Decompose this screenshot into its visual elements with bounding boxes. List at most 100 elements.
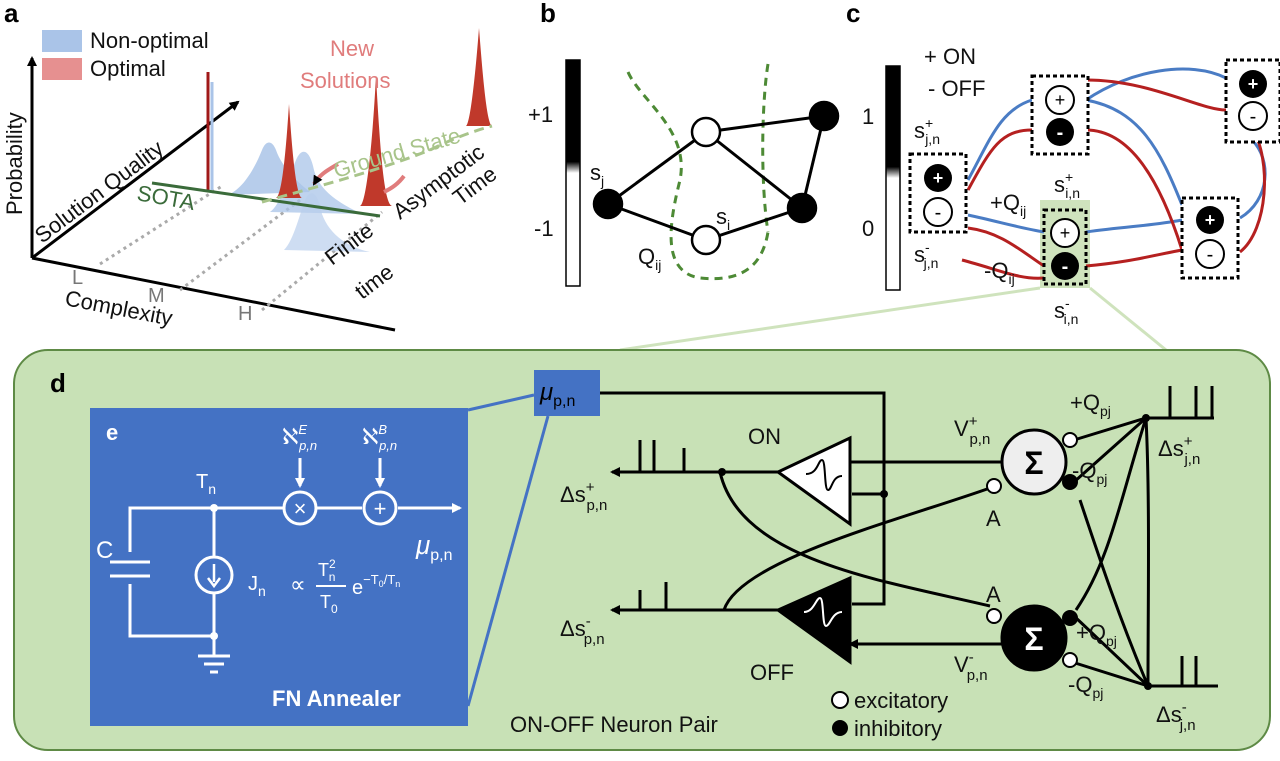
node-right	[786, 192, 818, 224]
current-arrow-icon	[207, 564, 221, 589]
fn-annealer-box	[90, 408, 468, 726]
junction-sj-plus	[1142, 414, 1150, 422]
output-mu-label: μp,n	[415, 530, 453, 564]
pair-top-minus-sign: -	[1057, 122, 1064, 144]
optimal-peak-2	[276, 104, 302, 198]
junction-on-out	[718, 468, 726, 476]
zoom-line-left	[619, 286, 1041, 352]
synapse-on-bottom	[1062, 474, 1078, 490]
node-ground-dot	[210, 632, 218, 640]
mu-label: μp,n	[539, 379, 575, 410]
ground-state-line	[261, 124, 493, 204]
plus-qpj-top: +Qpj	[1070, 390, 1111, 419]
node-tn-dot	[210, 504, 218, 512]
panel-letter-c: c	[846, 0, 860, 28]
pair-right-minus	[1195, 239, 1225, 269]
cut-curve-1	[626, 71, 770, 281]
pair-si-plus	[1050, 218, 1080, 248]
complexity-axis	[31, 256, 396, 332]
legend-inhibitory-dot	[832, 720, 848, 736]
label-sj-minus: s-j,n	[914, 239, 938, 271]
v-minus-label: V-p,n	[954, 649, 988, 684]
new-solutions-line-2: Solutions	[300, 68, 391, 93]
pair-si-minus	[1051, 252, 1079, 280]
panel-a: a Non-optimal Optimal Probability Soluti…	[2, 0, 501, 332]
legend-swatch-nonoptimal	[42, 30, 82, 52]
panel-letter-e: e	[106, 420, 118, 445]
pair-right-minus-sign: -	[1207, 244, 1214, 266]
improvement-arrow-1	[312, 162, 340, 186]
plus-qpj-bottom: +Qpj	[1076, 620, 1117, 649]
mu-link-upper	[467, 393, 535, 412]
panel-letter-a: a	[4, 0, 19, 28]
jn-label: Jn	[248, 573, 266, 599]
pair-sj-plus-sign: +	[933, 168, 944, 188]
mu-box	[534, 370, 600, 416]
graph-edges	[607, 114, 826, 242]
ds-p-plus-label: Δs+p,n	[560, 479, 607, 514]
fn-annealer-title: FN Annealer	[272, 686, 401, 711]
on-spike-icon	[805, 458, 843, 492]
junction-mu	[880, 490, 888, 498]
pair-right-plus	[1196, 206, 1224, 234]
scale-top-label: +1	[528, 102, 553, 127]
edge-qij-label: Qij	[638, 244, 661, 273]
synapse-off-bottom	[1062, 652, 1078, 668]
label-si-minus: s-i,n	[1054, 295, 1078, 327]
pair-top-right-minus	[1238, 101, 1268, 131]
add-symbol: +	[374, 496, 387, 521]
nonoptimal-dist-3	[284, 193, 370, 252]
state-scale-bottom: 0	[862, 216, 874, 241]
optimal-peak-4	[466, 28, 492, 126]
panel-letter-d: d	[50, 368, 66, 398]
node-top	[690, 116, 722, 148]
synapse-off-a	[986, 608, 1002, 624]
pair-top-plus-sign: +	[1055, 90, 1066, 110]
neuron-pair-title: ON-OFF Neuron Pair	[510, 712, 718, 737]
probability-axis-label: Probability	[2, 112, 27, 215]
formula-exponential: e−T0/Tn	[352, 572, 400, 599]
label-si-plus: s+i,n	[1054, 169, 1080, 201]
pair-right-plus-sign: +	[1205, 210, 1216, 230]
node-si	[690, 224, 722, 256]
legend-on: + ON	[924, 44, 976, 69]
state-scale-top: 1	[862, 104, 874, 129]
legend-label-optimal: Optimal	[90, 56, 166, 81]
pair-top-right-plus	[1239, 70, 1267, 98]
multiplier	[282, 490, 318, 526]
cut-curve-2	[761, 63, 770, 233]
ds-p-minus-label: Δs-p,n	[560, 613, 605, 648]
pair-top-right-plus-sign: +	[1248, 74, 1259, 94]
tick-m: M	[148, 285, 165, 307]
optimal-peak-3	[360, 76, 392, 206]
panel-c: c 1 0 + ON - OFF +	[619, 0, 1280, 352]
off-neuron	[775, 575, 852, 665]
node-sj-label: sj	[590, 160, 604, 189]
spike-trains	[638, 386, 1214, 686]
label-minus-qij: -Qij	[984, 258, 1015, 287]
ds-j-plus-label: Δs+j,n	[1158, 433, 1200, 468]
minus-qpj-top: -Qpj	[1072, 458, 1107, 487]
label-plus-qij: +Qij	[990, 190, 1026, 219]
pair-si-minus-sign: -	[1062, 256, 1069, 278]
sigma-on	[1000, 428, 1068, 496]
mu-link-lower	[466, 415, 550, 707]
proportional-symbol: ∝	[290, 572, 306, 597]
legend-label-nonoptimal: Non-optimal	[90, 28, 209, 53]
sigma-off	[1000, 604, 1068, 672]
on-label: ON	[748, 424, 781, 449]
legend-off: - OFF	[928, 76, 985, 101]
pair-top-minus	[1046, 118, 1074, 146]
pair-si-box	[1042, 208, 1088, 286]
pair-sj-minus	[923, 197, 953, 227]
a-label-on: A	[986, 506, 1001, 531]
pair-sj-plus	[924, 164, 952, 192]
multiply-symbol: ×	[294, 496, 307, 521]
tn-label: Tn	[196, 471, 216, 497]
synapse-on-a	[986, 478, 1002, 494]
panel-b: b +1 -1 sj si Qij	[528, 0, 840, 287]
pair-top-plus	[1045, 85, 1075, 115]
